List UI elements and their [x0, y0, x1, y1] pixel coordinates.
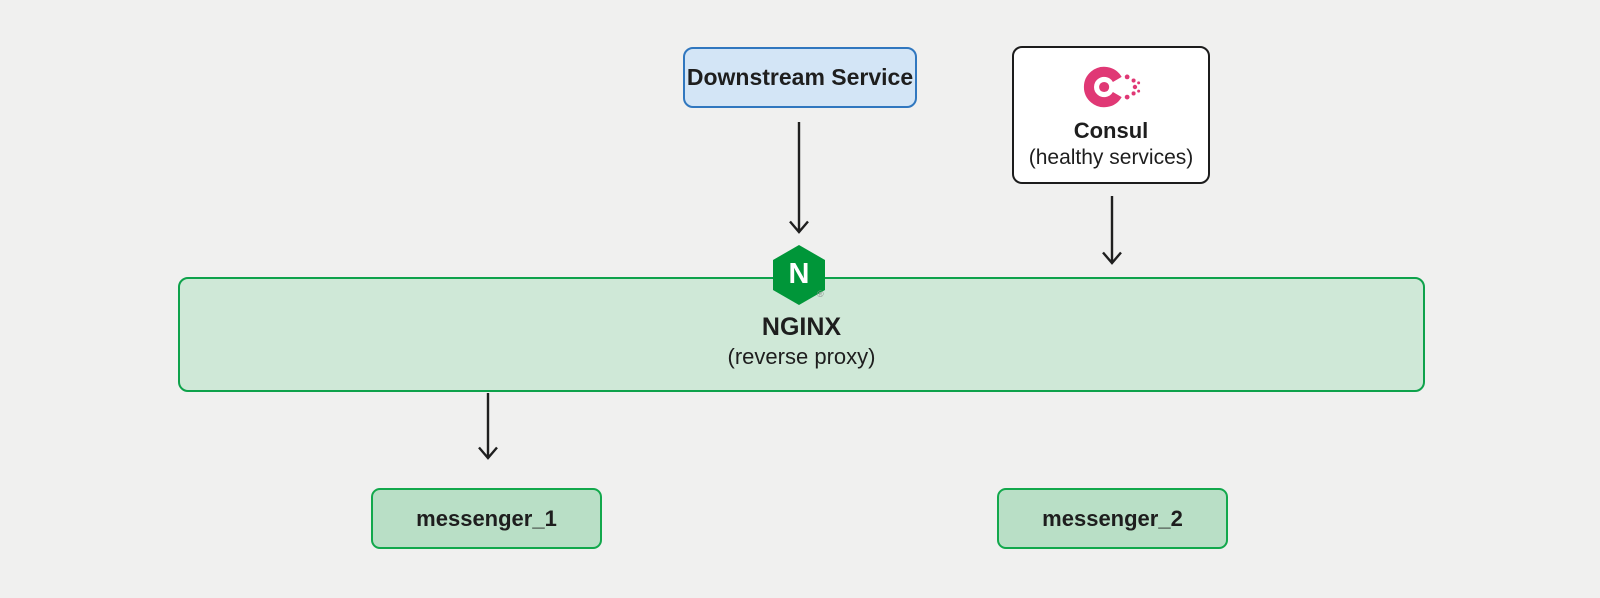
messenger-1-node: messenger_1 [371, 488, 602, 549]
consul-subtitle: (healthy services) [1028, 146, 1194, 169]
arrow-consul-to-nginx-icon [1102, 196, 1122, 265]
consul-title: Consul [1073, 118, 1149, 143]
arrow-downstream-to-nginx-icon [789, 122, 809, 234]
messenger-1-label: messenger_1 [416, 505, 557, 531]
messenger-2-label: messenger_2 [1042, 505, 1183, 531]
nginx-subtitle: (reverse proxy) [727, 344, 876, 369]
messenger-2-node: messenger_2 [997, 488, 1228, 549]
registered-trademark-symbol: ® [817, 289, 824, 299]
nginx-title: NGINX [761, 313, 842, 341]
consul-node: Consul (healthy services) [1012, 46, 1210, 184]
arrow-nginx-to-messenger-1-icon [478, 393, 498, 460]
downstream-service-label: Downstream Service [686, 64, 914, 90]
downstream-service-node: Downstream Service [683, 47, 917, 108]
nginx-logo-letter: N [788, 257, 810, 290]
nginx-labels: NGINX (reverse proxy) [180, 313, 1423, 370]
consul-logo-icon [1082, 64, 1141, 110]
nginx-hexagon-icon: N [773, 245, 825, 305]
